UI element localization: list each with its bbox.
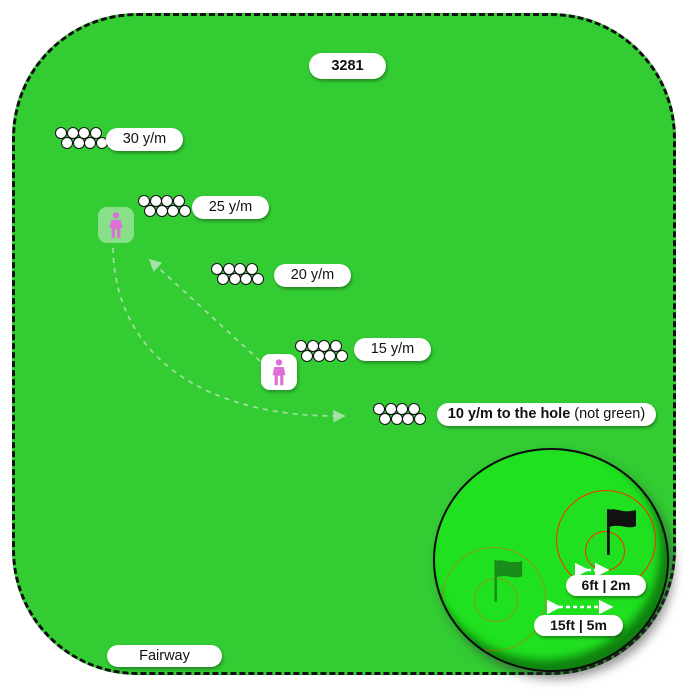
distance-label-30: 30 y/m: [106, 128, 183, 151]
golfer-lower: [261, 354, 297, 390]
golf-ball: [407, 403, 420, 415]
distance-label-10: 10 y/m to the hole(not green): [437, 403, 656, 426]
golf-ball: [251, 273, 264, 285]
flag-icon: [607, 509, 636, 555]
distance-label-20: 20 y/m: [274, 264, 351, 287]
distance-label-15: 15 y/m: [354, 338, 431, 361]
hole-number-badge: 3281: [309, 53, 386, 79]
ball-cluster-25: [138, 195, 191, 217]
golf-ball: [240, 273, 252, 285]
golf-ball: [72, 137, 85, 149]
ball-cluster-30: [55, 127, 108, 149]
near-distance-badge: 6ft | 2m: [566, 575, 646, 596]
ball-cluster-15: [295, 340, 348, 362]
golf-ball: [324, 350, 336, 362]
distance-label-25: 25 y/m: [192, 196, 269, 219]
ghost-flag-icon: [494, 560, 523, 602]
golf-ball: [155, 205, 168, 217]
golf-ball: [84, 137, 96, 149]
golf-ball: [335, 350, 348, 362]
putting-green-inset: 6ft | 2m 15ft | 5m: [433, 448, 669, 672]
golf-ball: [379, 413, 391, 425]
ball-cluster-10: [373, 403, 426, 425]
golf-ball: [245, 263, 258, 275]
golf-ball: [61, 137, 73, 149]
golf-ball: [144, 205, 156, 217]
golf-ball: [89, 127, 102, 139]
distance-label-10-note: (not green): [574, 406, 646, 422]
golf-ball: [402, 413, 414, 425]
golf-ball: [301, 350, 313, 362]
golf-ball: [329, 340, 342, 352]
golfer-icon: [272, 358, 286, 385]
golf-ball: [312, 350, 325, 362]
golf-ball: [172, 195, 185, 207]
distance-label-10-main: 10 y/m to the hole: [447, 406, 571, 422]
far-distance-badge: 15ft | 5m: [534, 615, 623, 636]
golf-ball: [167, 205, 179, 217]
golfer-upper: [98, 207, 134, 243]
ball-cluster-20: [211, 263, 264, 285]
golf-ball: [217, 273, 229, 285]
ghost-ring-outer: [442, 547, 546, 651]
golf-ball: [178, 205, 191, 217]
golf-ball: [413, 413, 426, 425]
golf-ball: [228, 273, 241, 285]
golfer-icon: [109, 211, 123, 238]
fairway-badge: Fairway: [107, 645, 222, 667]
golf-ball: [390, 413, 403, 425]
